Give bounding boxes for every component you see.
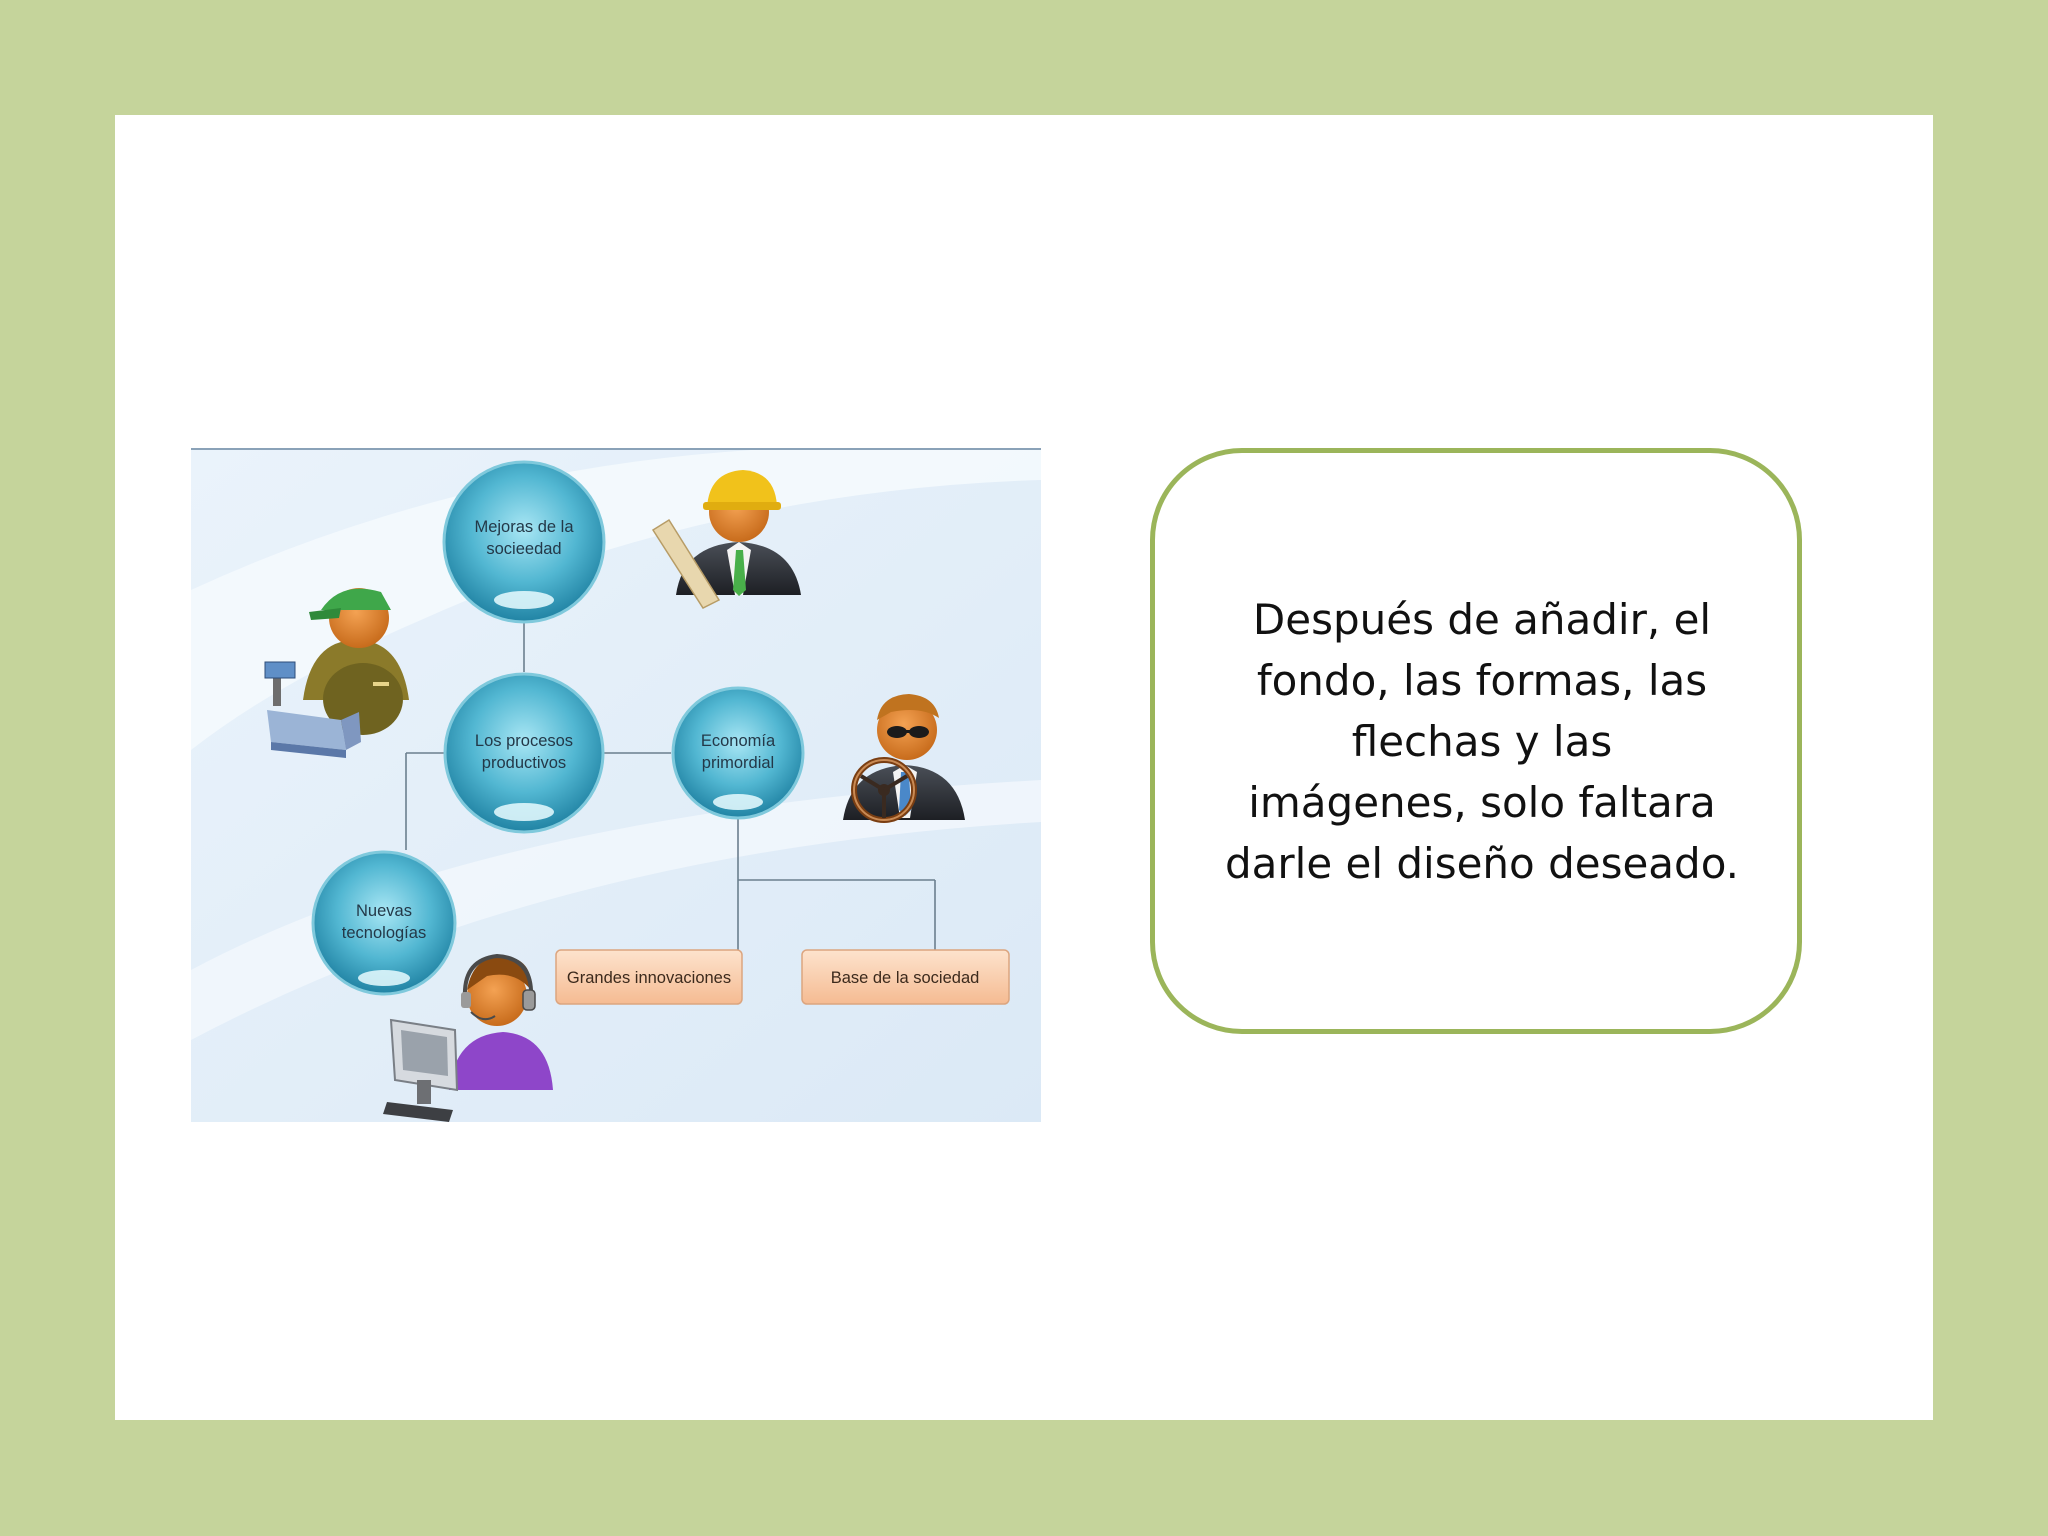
engineer-icon [651,470,801,609]
caption-line-1: Después de añadir, el [1252,594,1712,644]
node-procesos-line2: productivos [482,754,566,772]
caption-line-2: fondo, las formas, las [1256,655,1708,705]
box-grandes-label: Grandes innovaciones [567,969,731,987]
caption-line-4: imágenes, solo faltara [1248,777,1716,827]
node-nuevas: Nuevas tecnologías [311,850,457,996]
node-economia-line2: primordial [702,754,774,772]
operator-icon [383,953,553,1122]
node-mejoras-line1: Mejoras de la [474,518,574,536]
caption-line-5: darle el diseño deseado. [1224,838,1740,888]
node-procesos: Los procesos productivos [443,672,605,834]
caption-line-3: flechas y las [1351,716,1613,766]
node-nuevas-line1: Nuevas [356,902,412,920]
node-economia: Economía primordial [671,686,805,820]
node-nuevas-line2: tecnologías [342,924,426,942]
box-base-label: Base de la sociedad [831,969,980,987]
caption-box: Después de añadir, el fondo, las formas,… [1150,448,1802,1034]
box-base-sociedad: Base de la sociedad [801,949,1010,1005]
node-procesos-line1: Los procesos [475,732,573,750]
caption-text: Después de añadir, el fondo, las formas,… [1155,589,1797,894]
driver-icon [843,694,965,823]
node-mejoras-line2: socieedad [486,540,561,558]
node-economia-line1: Economía [701,732,776,750]
box-grandes-innovaciones: Grandes innovaciones [555,949,743,1005]
diagram-image: Mejoras de la socieedad Los procesos pro… [191,448,1041,1122]
cashier-icon [264,588,409,758]
node-mejoras: Mejoras de la socieedad [442,460,606,624]
slide: Mejoras de la socieedad Los procesos pro… [115,115,1933,1420]
